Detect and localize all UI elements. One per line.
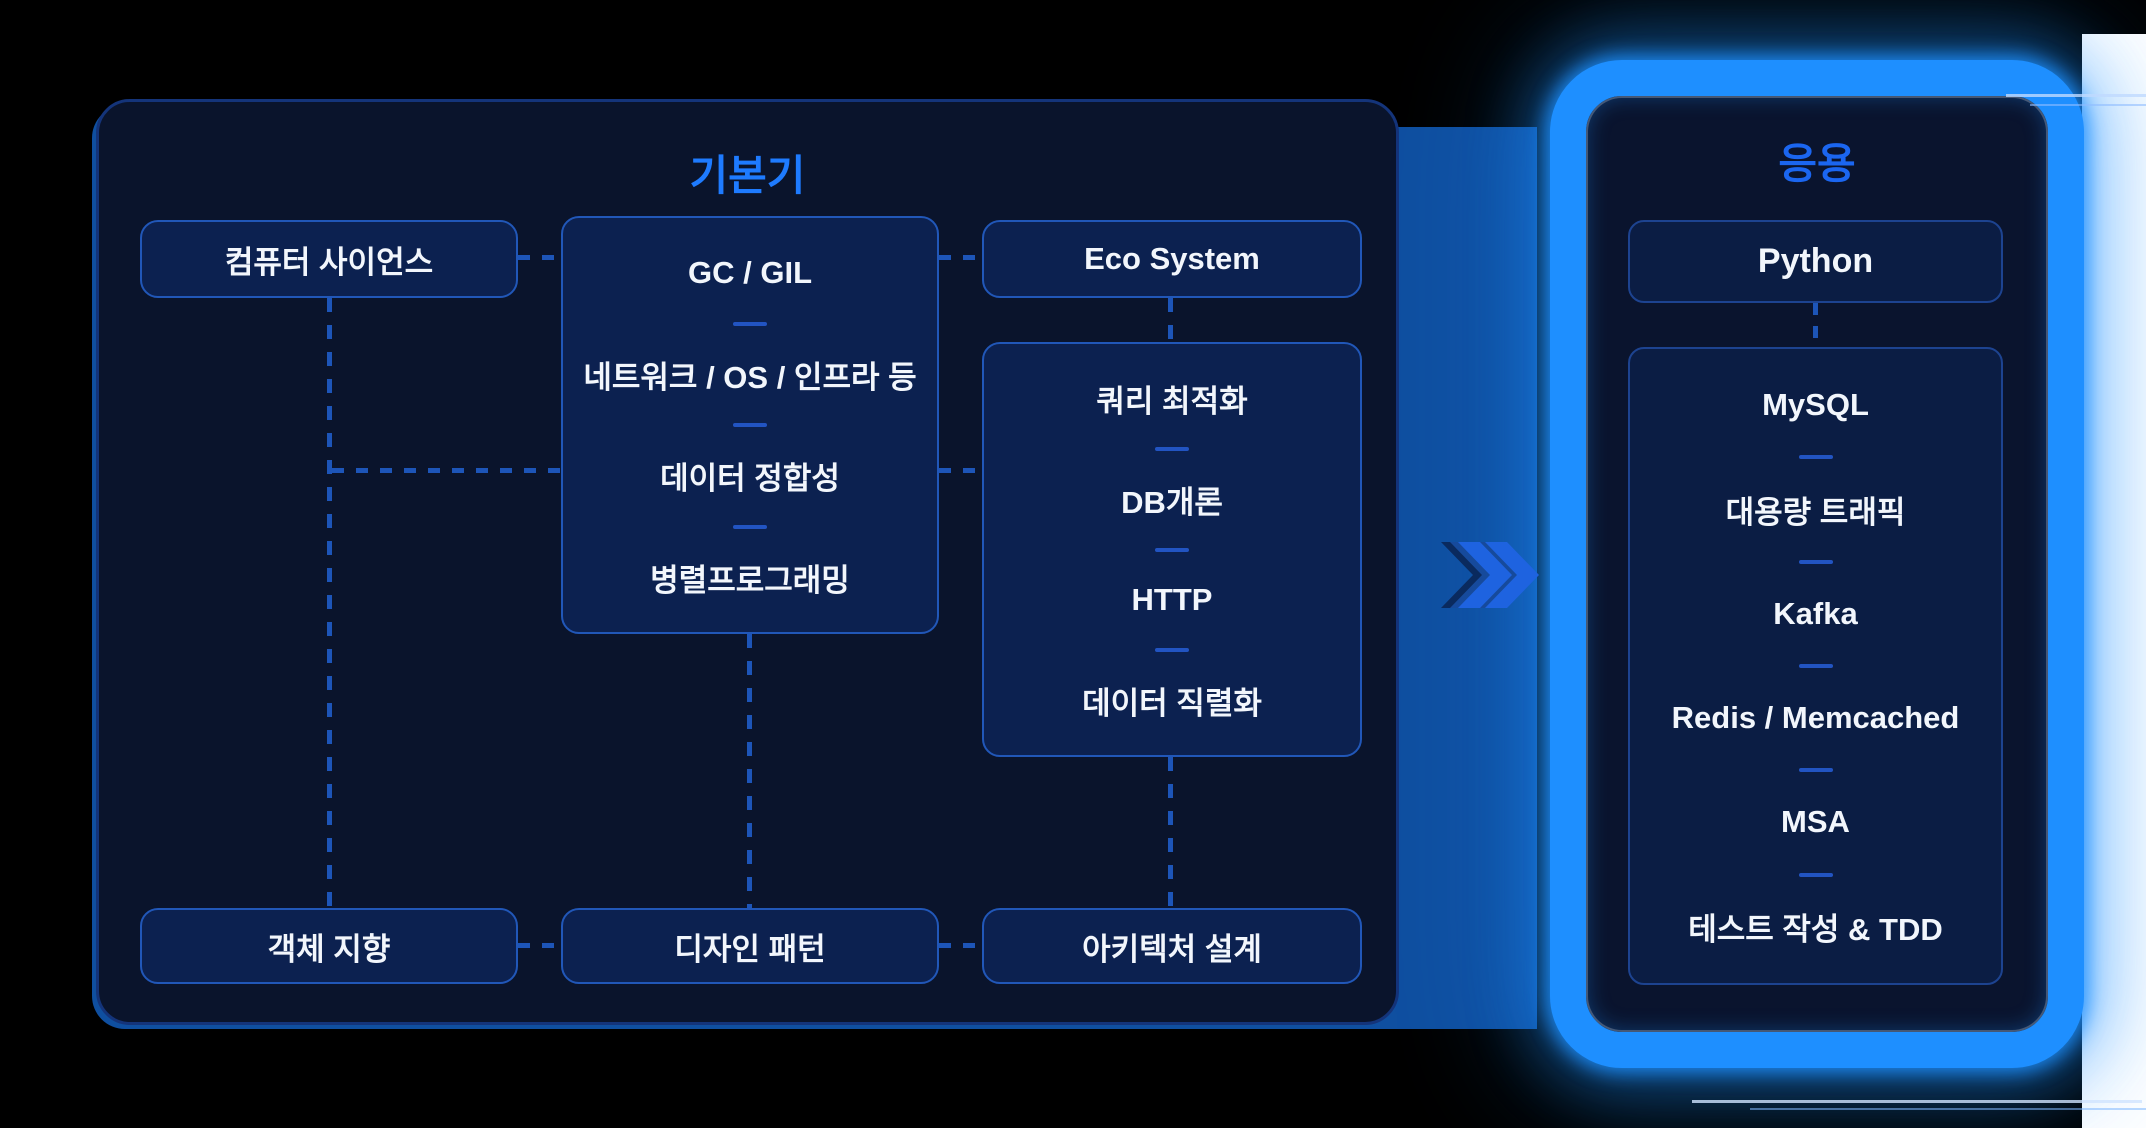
connector-vertical: [1168, 298, 1173, 342]
connector-horizontal: [939, 468, 981, 473]
connector-vertical: [327, 298, 332, 908]
box-label: Eco System: [1084, 241, 1260, 276]
core-topic-item: 데이터 정합성: [660, 461, 840, 497]
connector-vertical: [747, 634, 752, 908]
item-separator: [1798, 664, 1833, 668]
app-stack-item: MySQL: [1762, 387, 1869, 423]
item-separator: [1155, 547, 1189, 552]
item-separator: [1798, 559, 1833, 564]
item-separator: [1798, 872, 1833, 877]
glitch-streak: [2030, 104, 2146, 106]
box-oop: 객체 지향: [140, 908, 518, 984]
box-label: 아키텍처 설계: [1082, 931, 1262, 967]
connector-horizontal: [939, 943, 982, 948]
box-label: 컴퓨터 사이언스: [224, 244, 434, 280]
box-python: Python: [1628, 220, 2003, 303]
item-separator: [733, 524, 767, 529]
db-topic-item: 데이터 직렬화: [1082, 686, 1262, 722]
item-separator: [1155, 446, 1189, 451]
box-label: 디자인 패턴: [674, 931, 826, 967]
glitch-streak: [2006, 94, 2146, 97]
box-architecture: 아키텍처 설계: [982, 908, 1362, 984]
application-title: 응용: [1778, 140, 1856, 187]
connector-horizontal: [518, 943, 561, 948]
glitch-streak: [1692, 1100, 2142, 1103]
connector-horizontal: [518, 255, 561, 260]
db-topic-item: 쿼리 최적화: [1096, 383, 1248, 419]
connector-vertical: [1168, 757, 1173, 908]
glitch-streak: [1750, 1108, 2146, 1110]
item-separator: [1798, 768, 1833, 773]
db-topic-item: HTTP: [1131, 581, 1213, 617]
box-app-stack: MySQL 대용량 트래픽 Kafka Redis / Memcached MS…: [1628, 347, 2003, 985]
double-chevron-icon: [1441, 542, 1539, 608]
box-design-pattern: 디자인 패턴: [561, 908, 939, 984]
white-page-margin: [2082, 34, 2146, 1128]
connector-vertical: [1813, 303, 1818, 347]
item-separator: [1798, 455, 1833, 460]
fundamentals-title: 기본기: [689, 152, 806, 199]
application-panel: 응용 Python MySQL 대용량 트래픽 Kafka Redis / Me…: [1550, 60, 2084, 1068]
box-label: Python: [1757, 242, 1874, 280]
core-topic-item: 네트워크 / OS / 인프라 등: [583, 359, 917, 395]
app-stack-item: MSA: [1781, 804, 1850, 840]
item-separator: [733, 321, 767, 326]
box-computer-science: 컴퓨터 사이언스: [140, 220, 518, 298]
db-topic-item: DB개론: [1121, 484, 1223, 520]
item-separator: [733, 423, 767, 427]
app-stack-item: 테스트 작성 & TDD: [1688, 912, 1943, 948]
core-topic-item: 병렬프로그래밍: [650, 562, 850, 598]
app-stack-item: Kafka: [1773, 595, 1858, 631]
fundamentals-panel: 기본기 컴퓨터 사이언스 GC / GIL 네트워크 / OS / 인프라 등 …: [96, 99, 1399, 1025]
connector-horizontal: [939, 255, 982, 260]
item-separator: [1155, 648, 1189, 653]
core-topic-item: GC / GIL: [688, 254, 812, 290]
app-stack-item: 대용량 트래픽: [1725, 495, 1906, 530]
box-core-topics: GC / GIL 네트워크 / OS / 인프라 등 데이터 정합성 병렬프로그…: [561, 216, 939, 634]
connector-horizontal: [332, 468, 561, 473]
app-stack-item: Redis / Memcached: [1671, 700, 1960, 736]
box-label: 객체 지향: [267, 931, 391, 967]
box-eco-system: Eco System: [982, 220, 1362, 298]
box-db-topics: 쿼리 최적화 DB개론 HTTP 데이터 직렬화: [982, 342, 1362, 757]
